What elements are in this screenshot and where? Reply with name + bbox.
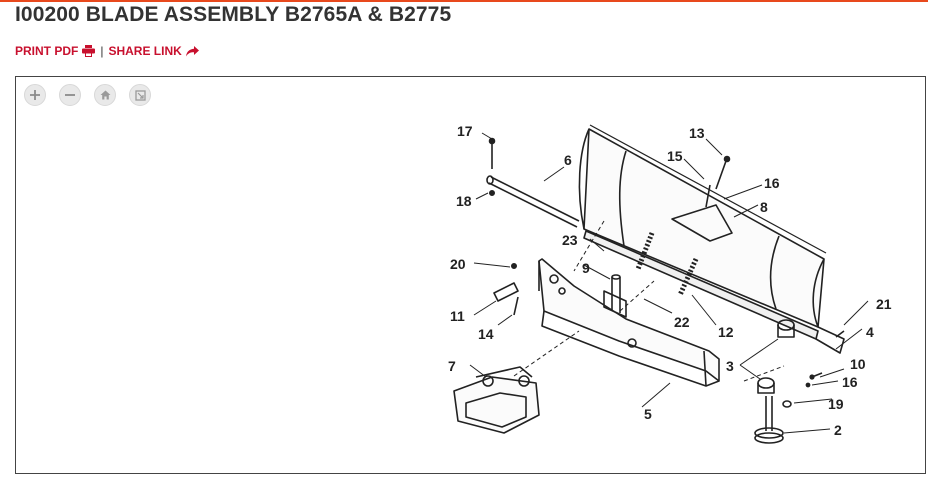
zoom-in-icon: [30, 90, 40, 100]
zoom-out-icon: [65, 94, 75, 96]
callout-14: 14: [478, 326, 494, 342]
callout-23: 23: [562, 232, 578, 248]
callout-11: 11: [450, 308, 465, 324]
share-arrow-icon: [185, 46, 199, 57]
header-rule: [0, 0, 928, 2]
spring-right: [677, 257, 699, 297]
fullscreen-icon: [134, 89, 146, 101]
callout-4: 4: [866, 324, 874, 340]
share-link[interactable]: SHARE LINK: [108, 44, 199, 58]
callout-8: 8: [760, 199, 768, 215]
callout-13: 13: [689, 125, 705, 141]
home-icon: [100, 90, 110, 100]
callout-16-bottom: 16: [842, 374, 858, 390]
callout-16-top: 16: [764, 175, 780, 191]
home-button[interactable]: [94, 84, 116, 106]
callout-15: 15: [667, 148, 683, 164]
spring-left: [635, 232, 655, 270]
callout-19: 19: [828, 396, 844, 412]
callout-2: 2: [834, 422, 842, 438]
callout-17: 17: [457, 123, 473, 139]
a-frame: [538, 258, 720, 382]
image-viewer[interactable]: 17 6 13 15 16 8 18 23 9 20 11 14 22 12 2…: [15, 76, 926, 474]
callout-7: 7: [448, 358, 456, 374]
callout-5: 5: [644, 406, 652, 422]
print-pdf-link[interactable]: PRINT PDF: [15, 44, 96, 58]
link-separator: |: [100, 44, 104, 58]
printer-icon: [82, 45, 96, 57]
blade-assembly-diagram: 17 6 13 15 16 8 18 23 9 20 11 14 22 12 2…: [448, 123, 892, 444]
callout-22: 22: [674, 314, 690, 330]
callout-3: 3: [726, 358, 734, 374]
callout-21: 21: [876, 296, 892, 312]
push-bar: [488, 176, 580, 228]
callout-18: 18: [456, 193, 472, 209]
page-title: I00200 BLADE ASSEMBLY B2765A & B2775: [15, 3, 452, 26]
zoom-controls: [24, 84, 151, 106]
share-link-label: SHARE LINK: [108, 44, 182, 58]
zoom-out-button[interactable]: [59, 84, 81, 106]
callout-6: 6: [564, 152, 572, 168]
callout-20: 20: [450, 256, 466, 272]
callout-9: 9: [582, 260, 590, 276]
print-pdf-label: PRINT PDF: [15, 44, 79, 58]
zoom-in-button[interactable]: [24, 84, 46, 106]
callout-10: 10: [850, 356, 866, 372]
skid-shoe: [765, 396, 773, 431]
callout-12: 12: [718, 324, 734, 340]
action-links: PRINT PDF | SHARE LINK: [15, 44, 199, 58]
fullscreen-button[interactable]: [129, 84, 151, 106]
